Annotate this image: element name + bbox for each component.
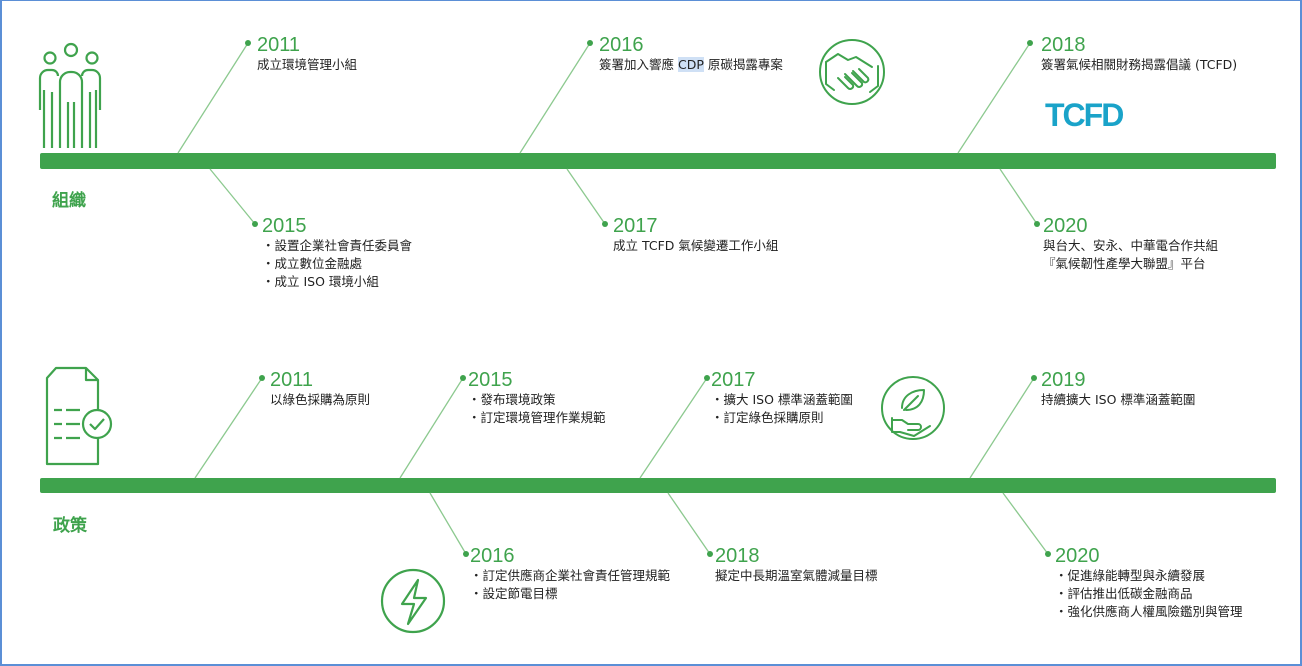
event-2015-organization: 2015 ・設置企業社會責任委員會 ・成立數位金融處 ・成立 ISO 環境小組	[262, 215, 412, 291]
event-year: 2018	[715, 545, 760, 567]
event-year: 2018	[1041, 34, 1086, 56]
event-text: 與台大、安永、中華電合作共組	[1043, 238, 1219, 253]
lightning-icon	[380, 568, 446, 634]
connector-dot	[1031, 375, 1037, 381]
event-year: 2016	[470, 545, 515, 567]
connector-line	[209, 168, 256, 225]
connector-dot	[707, 551, 713, 557]
section-label-policy: 政策	[53, 516, 87, 536]
event-text: 成立 TCFD 氣候變遷工作小組	[613, 238, 779, 253]
connector-dot	[1045, 551, 1051, 557]
connector-dot	[1027, 40, 1033, 46]
section-label-organization: 組織	[52, 191, 86, 211]
event-year: 2020	[1055, 545, 1100, 567]
event-text: 持續擴大 ISO 標準涵蓋範圍	[1041, 392, 1196, 407]
event-text: ・設置企業社會責任委員會	[262, 238, 413, 253]
connector-line	[957, 42, 1031, 154]
event-2019-policy: 2019 持續擴大 ISO 標準涵蓋範圍	[1041, 369, 1195, 409]
policy-document-icon	[45, 366, 113, 466]
event-2018-policy: 2018 擬定中長期溫室氣體減量目標	[715, 545, 878, 585]
event-text: ・擴大 ISO 標準涵蓋範圍	[711, 392, 853, 407]
event-2017-organization: 2017 成立 TCFD 氣候變遷工作小組	[613, 215, 778, 255]
event-2011-organization: 2011 成立環境管理小組	[257, 34, 357, 74]
event-text: 擬定中長期溫室氣體減量目標	[715, 568, 878, 583]
connector-dot	[460, 375, 466, 381]
event-text: ・成立 ISO 環境小組	[262, 274, 379, 289]
event-text: 簽署氣候相關財務揭露倡議 (TCFD)	[1041, 57, 1238, 72]
event-text: 『氣候韌性產學大聯盟』平台	[1043, 256, 1206, 271]
event-text: ・評估推出低碳金融商品	[1055, 586, 1193, 601]
event-year: 2020	[1043, 215, 1088, 237]
event-2018-organization: 2018 簽署氣候相關財務揭露倡議 (TCFD)	[1041, 34, 1237, 74]
event-year: 2015	[468, 369, 513, 391]
connector-dot	[704, 375, 710, 381]
leaf-hand-icon	[881, 376, 945, 440]
connector-dot	[602, 221, 608, 227]
connector-line	[177, 42, 249, 154]
event-text: ・強化供應商人權風險鑑別與管理	[1055, 604, 1243, 619]
connector-dot	[1034, 221, 1040, 227]
event-text: ・訂定環境管理作業規範	[468, 410, 606, 425]
connector-line	[999, 168, 1038, 225]
timeline-bar-policy	[40, 478, 1276, 493]
connector-line	[566, 168, 606, 225]
people-icon	[38, 42, 102, 148]
connector-line	[194, 377, 263, 479]
event-year: 2015	[262, 215, 307, 237]
highlighted-text: CDP	[677, 57, 704, 72]
connector-line	[969, 377, 1035, 479]
event-text: ・成立數位金融處	[262, 256, 363, 271]
connector-line	[667, 492, 711, 555]
event-year: 2011	[257, 34, 301, 56]
event-2020-organization: 2020 與台大、安永、中華電合作共組 『氣候韌性產學大聯盟』平台	[1043, 215, 1218, 273]
connector-line	[1002, 492, 1049, 555]
event-text: 簽署加入響應 CDP 原碳揭露專案	[599, 57, 783, 72]
connector-dot	[252, 221, 258, 227]
event-text: ・發布環境政策	[468, 392, 556, 407]
event-year: 2019	[1041, 369, 1086, 391]
event-2017-policy: 2017 ・擴大 ISO 標準涵蓋範圍 ・訂定綠色採購原則	[711, 369, 853, 427]
event-text: 成立環境管理小組	[257, 57, 358, 72]
connector-line	[399, 377, 464, 479]
event-year: 2011	[270, 369, 314, 391]
event-year: 2017	[711, 369, 756, 391]
event-2020-policy: 2020 ・促進綠能轉型與永續發展 ・評估推出低碳金融商品 ・強化供應商人權風險…	[1055, 545, 1243, 621]
event-text: ・訂定供應商企業社會責任管理規範	[470, 568, 671, 583]
connector-line	[639, 377, 708, 479]
event-2011-policy: 2011 以綠色採購為原則	[270, 369, 370, 409]
connector-line	[429, 492, 467, 555]
event-2015-policy: 2015 ・發布環境政策 ・訂定環境管理作業規範	[468, 369, 606, 427]
timeline-bar-organization	[40, 153, 1276, 169]
event-text: ・設定節電目標	[470, 586, 558, 601]
connector-dot	[463, 551, 469, 557]
connector-dot	[587, 40, 593, 46]
connector-line	[519, 42, 591, 154]
event-text: 以綠色採購為原則	[270, 392, 371, 407]
event-2016-organization: 2016 簽署加入響應 CDP 原碳揭露專案	[599, 34, 783, 74]
tcfd-logo: TCFD	[1045, 97, 1124, 133]
connector-dot	[245, 40, 251, 46]
event-text: ・促進綠能轉型與永續發展	[1055, 568, 1206, 583]
event-year: 2016	[599, 34, 644, 56]
event-text: ・訂定綠色採購原則	[711, 410, 824, 425]
event-year: 2017	[613, 215, 658, 237]
handshake-icon	[819, 39, 885, 105]
connector-dot	[259, 375, 265, 381]
event-2016-policy: 2016 ・訂定供應商企業社會責任管理規範 ・設定節電目標	[470, 545, 670, 603]
